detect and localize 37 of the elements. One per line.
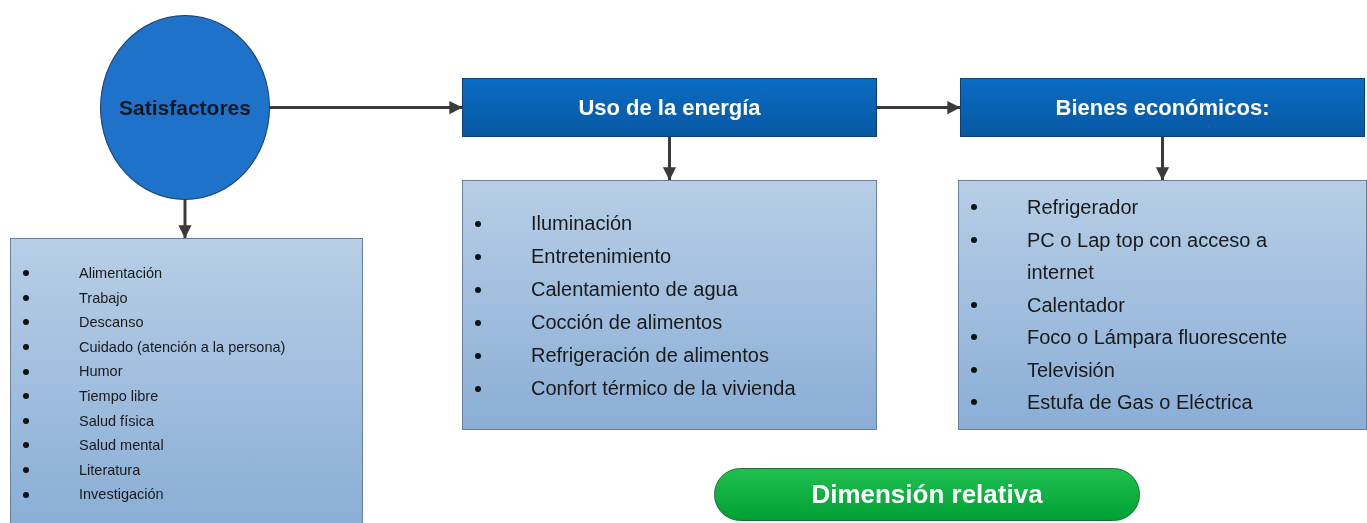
list-item-text: Iluminación [531, 212, 633, 234]
list-item-text: Cocción de alimentos [531, 311, 723, 333]
bullet-list-box [462, 180, 877, 430]
list-item-text: Descanso [79, 314, 144, 331]
list-item-text: Confort térmico de la vivienda [531, 377, 796, 399]
list-item-text: PC o Lap top con acceso a internet [1027, 228, 1268, 283]
list-item-text: Tiempo libre [79, 387, 159, 404]
arrow [662, 137, 677, 181]
list-item-text: Calentador [1027, 293, 1125, 316]
list-item-text: Calentamiento de agua [531, 278, 738, 300]
list-item-text: Salud mental [79, 437, 164, 454]
list-item-text: Cuidado (atención a la persona) [79, 338, 286, 355]
header-box [960, 78, 1365, 137]
list-item-text: Refrigeración de alimentos [531, 344, 769, 366]
arrow [178, 200, 192, 239]
list-item-text: Entretenimiento [531, 245, 672, 267]
arrow [270, 100, 463, 115]
banner-title: Dimensión relativa [811, 479, 1043, 510]
list-item-text: Estufa de Gas o Eléctrica [1027, 391, 1253, 413]
list-item-text: Literatura [79, 461, 141, 478]
bullet-list-box [10, 238, 363, 523]
arrow [1155, 137, 1170, 181]
node-title: Satisfactores [119, 95, 251, 120]
bullet-list-box [958, 180, 1367, 430]
list-item-text: Salud física [79, 412, 154, 429]
header-box [462, 78, 877, 137]
list-item-text: Humor [79, 363, 123, 380]
list-item-text: Refrigerador [1027, 196, 1139, 218]
list-item-text: Trabajo [79, 289, 128, 306]
rounded-banner [714, 468, 1140, 521]
list-item-text: Televisión [1027, 358, 1115, 381]
list-item-text: Investigación [79, 486, 164, 503]
header-title: Uso de la energía [578, 94, 761, 121]
list-item-text: Alimentación [79, 265, 162, 281]
arrow [877, 100, 961, 115]
list-item-text: Foco o Lámpara fluorescente [1027, 326, 1288, 348]
header-title: Bienes económicos: [1055, 94, 1270, 121]
